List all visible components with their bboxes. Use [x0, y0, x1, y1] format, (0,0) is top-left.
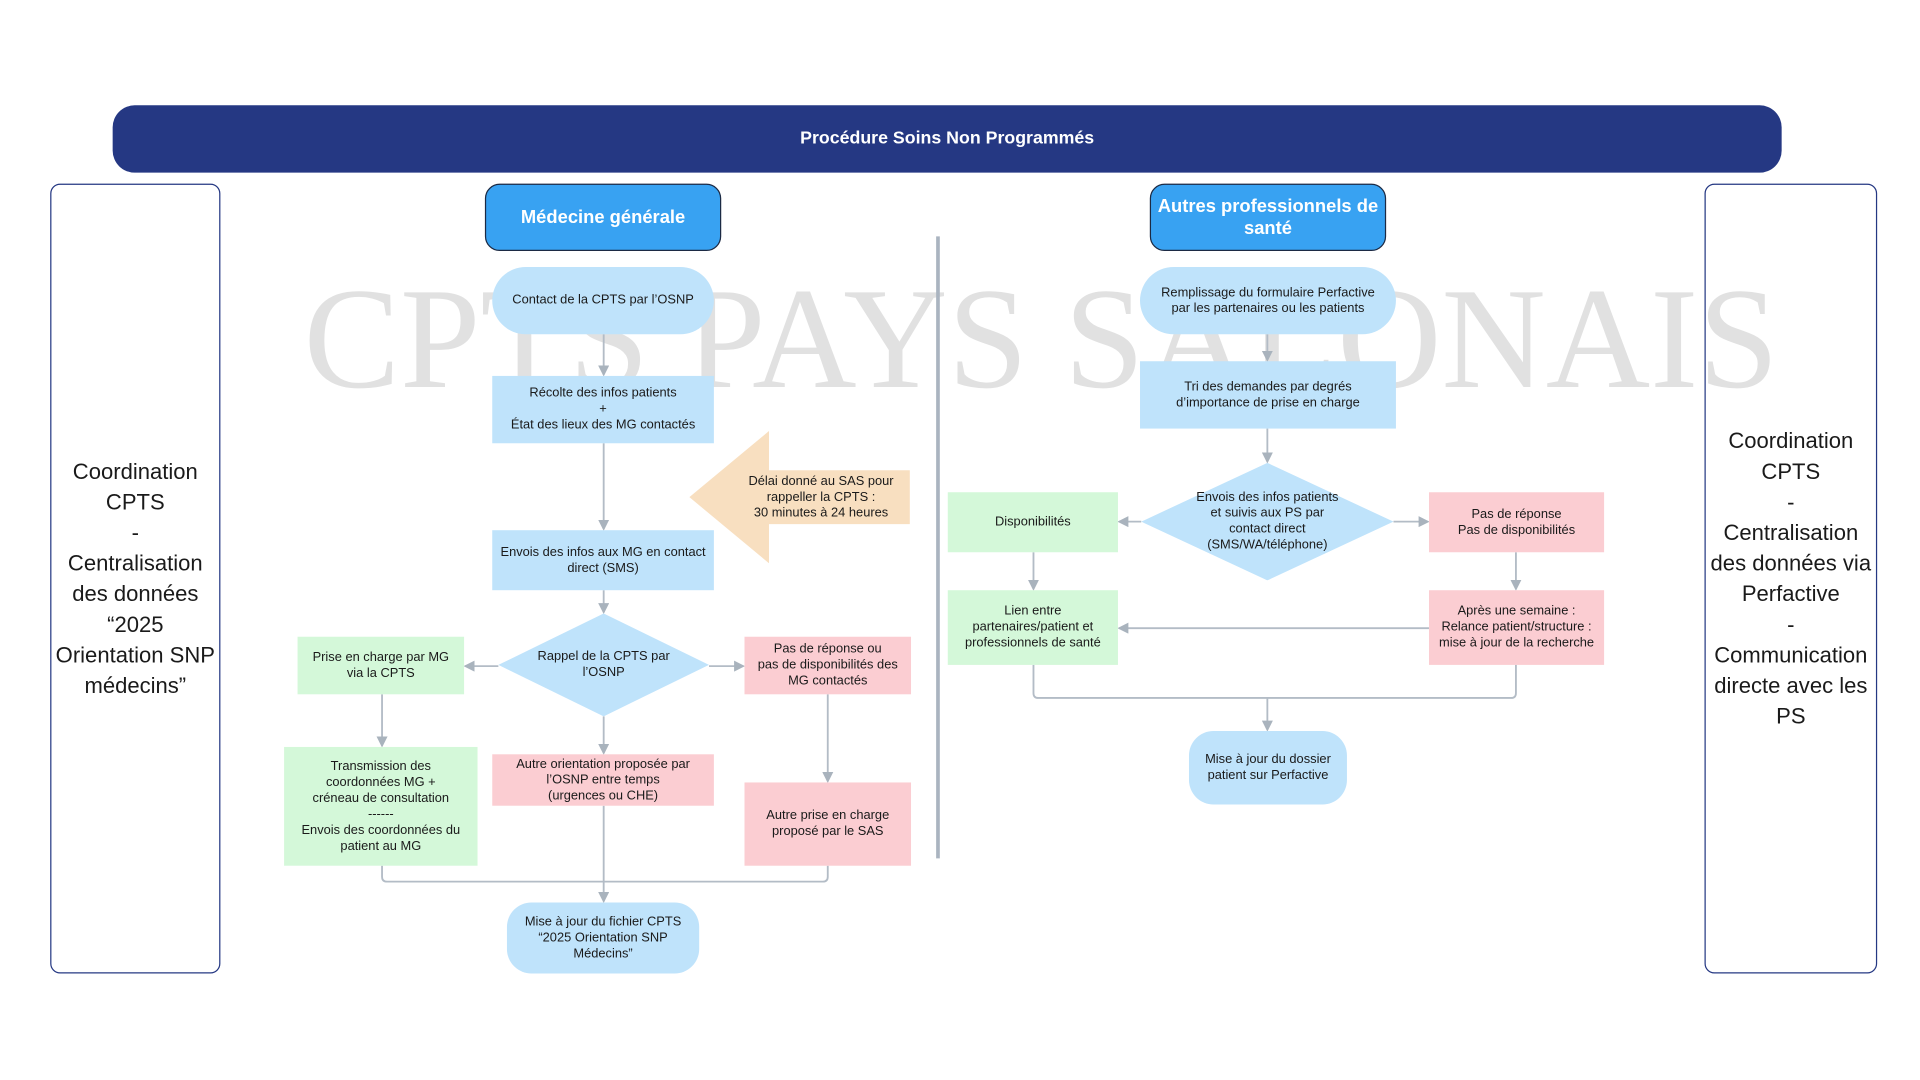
- aps-tri-node: Tri des demandes par degrés d’importance…: [1140, 361, 1396, 429]
- right-coordination-panel: Coordination CPTS - Centralisation des d…: [1704, 183, 1878, 974]
- aps-envois-label: Envois des infos patients et suivis aux …: [1196, 489, 1339, 553]
- mg-delai-note: Délai donné au SAS pour rappeller la CPT…: [748, 473, 894, 520]
- mg-transmission-node: Transmission des coordonnées MG + crénea…: [284, 746, 478, 866]
- page-title: Procédure Soins Non Programmés: [112, 105, 1782, 173]
- mg-mise-a-jour-node: Mise à jour du fichier CPTS “2025 Orient…: [506, 902, 700, 974]
- aps-mise-a-jour-node: Mise à jour du dossier patient sur Perfa…: [1188, 731, 1347, 805]
- mg-envois-node: Envois des infos aux MG en contact direc…: [492, 530, 714, 591]
- aps-pas-reponse-node: Pas de réponse Pas de disponibilités: [1428, 492, 1605, 553]
- mg-rappel-decision: Rappel de la CPTS par l’OSNP: [498, 613, 709, 717]
- mg-contact-node: Contact de la CPTS par l’OSNP: [492, 266, 714, 335]
- delay-arrow-shape: [689, 431, 910, 564]
- mg-autre-orientation-node: Autre orientation proposée par l’OSNP en…: [492, 754, 714, 806]
- left-coordination-panel: Coordination CPTS - Centralisation des d…: [50, 183, 221, 974]
- mg-recolte-node: Récolte des infos patients + État des li…: [492, 375, 714, 444]
- mg-prise-node: Prise en charge par MG via la CPTS: [297, 636, 465, 695]
- aps-envois-decision: Envois des infos patients et suivis aux …: [1141, 462, 1394, 581]
- mg-autre-prise-node: Autre prise en charge proposé par le SAS: [744, 782, 912, 866]
- mg-rappel-label: Rappel de la CPTS par l’OSNP: [537, 648, 670, 680]
- aps-disponibilites-node: Disponibilités: [947, 492, 1118, 553]
- mg-pas-reponse-node: Pas de réponse ou pas de disponibilités …: [744, 636, 912, 695]
- aps-column-header: Autres professionnels de santé: [1149, 183, 1387, 252]
- aps-lien-node: Lien entre partenaires/patient et profes…: [947, 590, 1118, 665]
- mg-column-header: Médecine générale: [484, 183, 722, 252]
- aps-apres-node: Après une semaine : Relance patient/stru…: [1428, 590, 1605, 665]
- aps-remplissage-node: Remplissage du formulaire Perfactive par…: [1140, 266, 1396, 335]
